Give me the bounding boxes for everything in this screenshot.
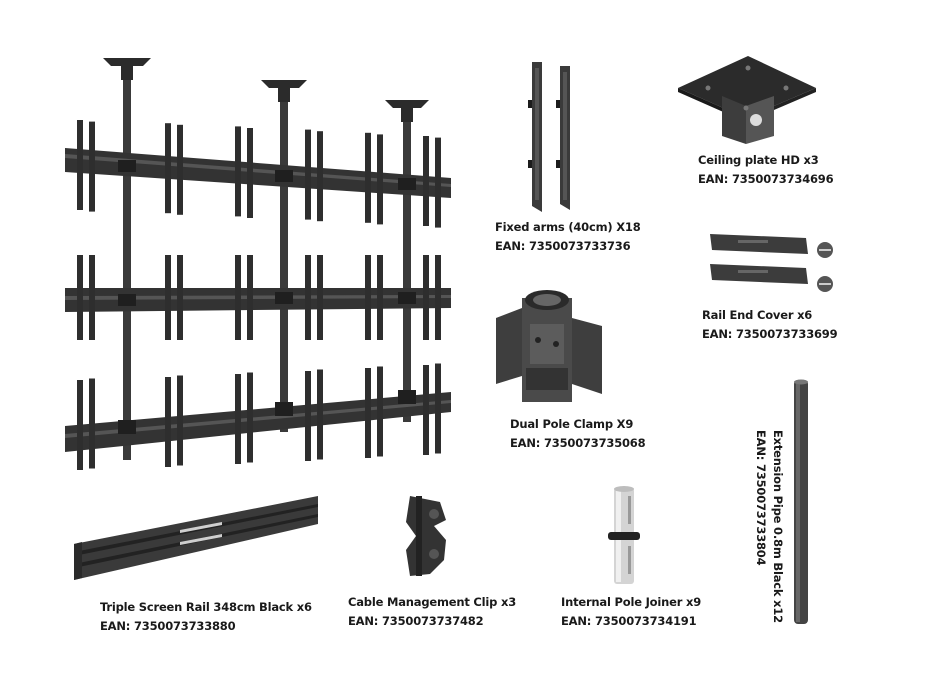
mount-arm bbox=[377, 366, 383, 457]
ceiling-plate-ean: EAN: 7350073734696 bbox=[698, 172, 834, 186]
mount-arm bbox=[377, 134, 383, 225]
assembled-videowall-mount-image bbox=[55, 50, 465, 500]
mount-arm bbox=[235, 374, 241, 464]
mount-arm bbox=[423, 365, 429, 455]
mount-arm bbox=[89, 378, 95, 469]
rail-end-cover-label: Rail End Cover x6 EAN: 7350073733699 bbox=[702, 306, 838, 344]
cable-clip-title: Cable Management Clip x3 bbox=[348, 595, 517, 609]
mount-arm bbox=[77, 255, 83, 340]
mount-arm bbox=[305, 129, 311, 220]
mount-arm bbox=[305, 255, 311, 340]
mount-arm bbox=[435, 137, 441, 228]
ceiling-plate-label: Ceiling plate HD x3 EAN: 7350073734696 bbox=[698, 151, 834, 189]
mount-arm bbox=[247, 372, 253, 463]
mount-arm bbox=[365, 368, 371, 458]
mount-arm bbox=[235, 126, 241, 217]
ceiling-plate-title: Ceiling plate HD x3 bbox=[698, 153, 819, 167]
mount-arm bbox=[435, 255, 441, 340]
cable-clip-label: Cable Management Clip x3 EAN: 7350073737… bbox=[348, 593, 516, 631]
mount-arm bbox=[165, 377, 171, 467]
triple-screen-rail-ean: EAN: 7350073733880 bbox=[100, 619, 236, 633]
mount-arm bbox=[317, 369, 323, 460]
rail-end-cover-ean: EAN: 7350073733699 bbox=[702, 327, 838, 341]
extension-pipe-ean: EAN: 7350073733804 bbox=[754, 430, 768, 566]
mount-arm bbox=[423, 255, 429, 340]
mount-arm bbox=[365, 132, 371, 223]
mount-arm bbox=[247, 255, 253, 340]
fixed-arms-ean: EAN: 7350073733736 bbox=[495, 239, 631, 253]
mount-arm bbox=[89, 121, 95, 212]
mount-arm bbox=[177, 375, 183, 466]
pole-joiner-image bbox=[604, 484, 644, 588]
dual-pole-clamp-ean: EAN: 7350073735068 bbox=[510, 436, 646, 450]
cable-clip-ean: EAN: 7350073737482 bbox=[348, 614, 484, 628]
mount-arm bbox=[235, 255, 241, 340]
pole-joiner-label: Internal Pole Joiner x9 EAN: 73500737341… bbox=[561, 593, 701, 631]
ceiling-plate-image bbox=[678, 48, 818, 148]
pole-joiner-title: Internal Pole Joiner x9 bbox=[561, 595, 702, 609]
mount-arm bbox=[77, 380, 83, 470]
mount-arm bbox=[305, 371, 311, 461]
rail-end-cover-image bbox=[708, 232, 838, 302]
dual-pole-clamp-label: Dual Pole Clamp X9 EAN: 7350073735068 bbox=[510, 415, 646, 453]
mount-arm bbox=[317, 131, 323, 222]
triple-screen-rail-title: Triple Screen Rail 348cm Black x6 bbox=[100, 600, 312, 614]
mount-arm bbox=[247, 128, 253, 218]
fixed-arms-image bbox=[528, 60, 578, 215]
extension-pipe-image bbox=[792, 378, 812, 626]
fixed-arms-title: Fixed arms (40cm) X18 bbox=[495, 220, 641, 234]
extension-pipe-label: Extension Pipe 0.8m Black x12 EAN: 73500… bbox=[752, 430, 786, 623]
mount-arm bbox=[177, 255, 183, 340]
dual-pole-clamp-image bbox=[492, 284, 607, 409]
mount-arm bbox=[77, 120, 83, 210]
mount-arm bbox=[177, 124, 183, 215]
mount-arm bbox=[365, 255, 371, 340]
pole-joiner-ean: EAN: 7350073734191 bbox=[561, 614, 697, 628]
cable-clip-image bbox=[400, 490, 450, 582]
triple-screen-rail-image bbox=[72, 494, 322, 584]
mount-arm bbox=[377, 255, 383, 340]
mount-arm bbox=[165, 123, 171, 214]
mount-arm bbox=[435, 363, 441, 454]
extension-pipe-title: Extension Pipe 0.8m Black x12 bbox=[771, 430, 785, 623]
mount-arm bbox=[165, 255, 171, 340]
rail-end-cover-title: Rail End Cover x6 bbox=[702, 308, 813, 322]
mount-arm bbox=[317, 255, 323, 340]
triple-screen-rail-label: Triple Screen Rail 348cm Black x6 EAN: 7… bbox=[100, 598, 312, 636]
mount-arm bbox=[423, 136, 429, 226]
dual-pole-clamp-title: Dual Pole Clamp X9 bbox=[510, 417, 634, 431]
mount-arm bbox=[89, 255, 95, 340]
fixed-arms-label: Fixed arms (40cm) X18 EAN: 7350073733736 bbox=[495, 218, 641, 256]
